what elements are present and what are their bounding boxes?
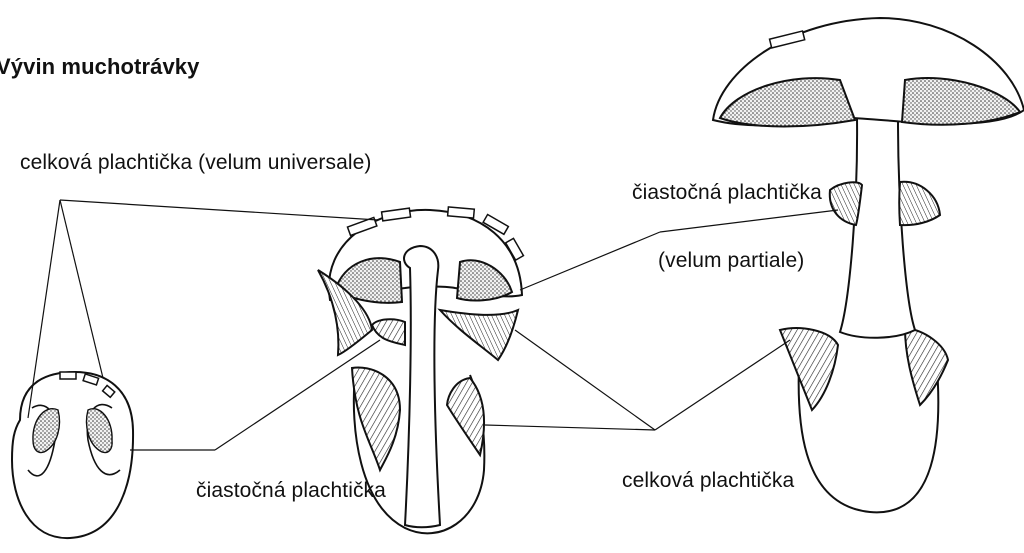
label-velum-universale: celková plachtička (velum universale) (20, 152, 372, 173)
label-celkova-bottom: celková plachtička (622, 470, 794, 491)
label-velum-partiale: (velum partiale) (658, 250, 804, 271)
stage-egg (12, 372, 133, 538)
page-title: Vývin muchotrávky (0, 56, 199, 78)
label-ciastocna-bottom: čiastočná plachtička (196, 480, 386, 501)
label-ciastocna-right: čiastočná plachtička (632, 182, 822, 203)
